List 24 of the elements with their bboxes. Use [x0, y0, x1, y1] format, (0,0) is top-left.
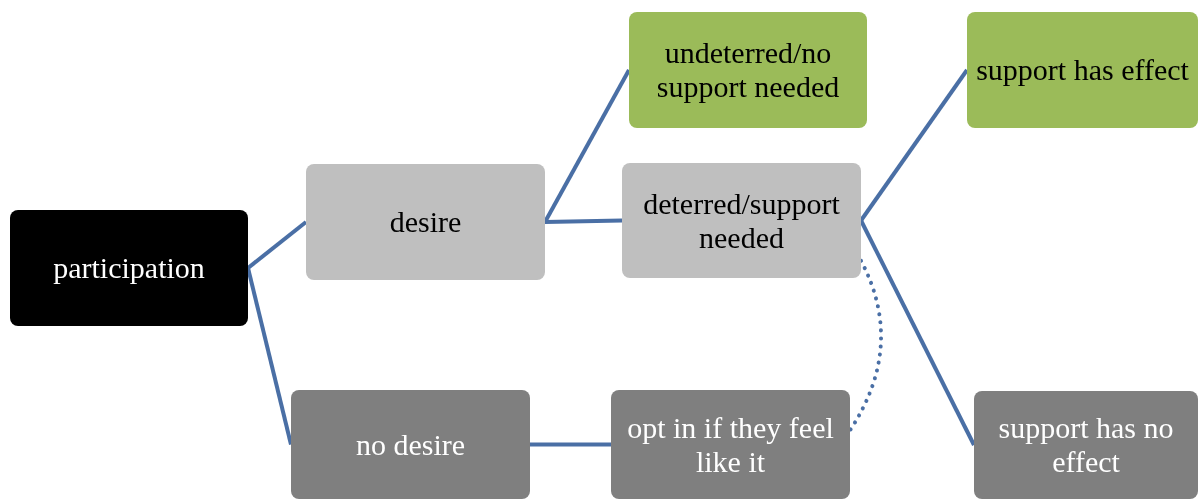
process-box — [10, 210, 248, 326]
box-label: support has effect — [976, 53, 1189, 87]
process-box — [629, 12, 867, 128]
box-label: participation — [53, 251, 205, 285]
dotted-connector — [848, 258, 883, 433]
connector-line — [859, 219, 976, 446]
connector-line — [246, 267, 293, 445]
box-label: deterred/support needed — [642, 186, 841, 255]
connector-line — [246, 220, 308, 270]
process-box — [622, 163, 861, 278]
connector-line — [544, 218, 623, 224]
box-label: undeterred/no support needed — [655, 36, 841, 104]
box-label: opt in if they feel like it — [626, 410, 835, 479]
process-box — [974, 391, 1198, 499]
process-box — [967, 12, 1198, 128]
box-label: no desire — [355, 427, 466, 462]
connector-line — [530, 442, 611, 447]
box-label: desire — [389, 205, 462, 239]
process-box — [291, 390, 530, 499]
connector-line — [543, 69, 631, 223]
box-label: support has no effect — [997, 411, 1175, 479]
process-box — [611, 390, 850, 499]
process-box — [306, 164, 545, 280]
connector-line — [859, 68, 969, 222]
